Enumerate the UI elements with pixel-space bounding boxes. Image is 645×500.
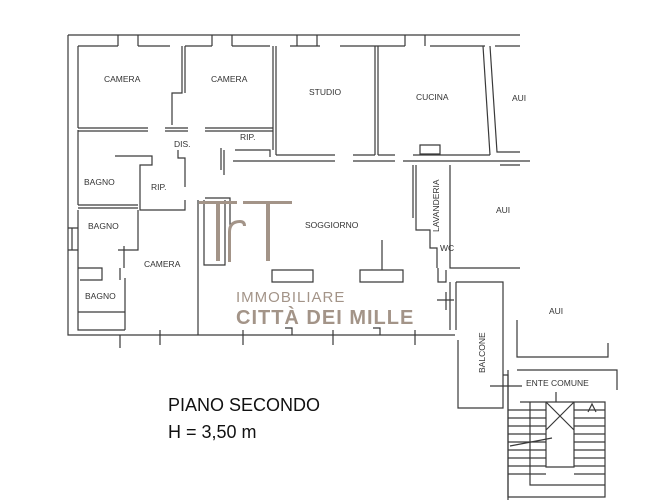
room-label-aui: AUI: [496, 205, 510, 215]
room-label-balcone: BALCONE: [477, 332, 487, 373]
room-label-bagno: BAGNO: [84, 177, 115, 187]
walls: [67, 34, 618, 500]
room-label-lavanderia: LAVANDERIA: [431, 179, 441, 232]
room-label-soggiorno: SOGGIORNO: [305, 220, 359, 230]
watermark: IMMOBILIARE CITTÀ DEI MILLE: [199, 201, 414, 329]
room-label-bagno: BAGNO: [88, 221, 119, 231]
stairwell: [507, 370, 606, 498]
room-label-cucina: CUCINA: [416, 92, 449, 102]
room-label-ente-comune: ENTE COMUNE: [526, 378, 589, 388]
room-label-aui: AUI: [512, 93, 526, 103]
watermark-logo: [199, 201, 292, 262]
room-label-dis: DIS.: [174, 139, 191, 149]
room-label-camera: CAMERA: [104, 74, 141, 84]
room-label-wc: WC: [440, 243, 454, 253]
room-label-bagno: BAGNO: [85, 291, 116, 301]
room-labels: CAMERA CAMERA STUDIO CUCINA AUI DIS. RIP…: [84, 74, 589, 388]
floor-title: PIANO SECONDO: [168, 395, 320, 415]
watermark-line1: IMMOBILIARE: [236, 289, 345, 306]
watermark-line2: CITTÀ DEI MILLE: [236, 306, 414, 329]
room-label-camera: CAMERA: [144, 259, 181, 269]
room-label-camera: CAMERA: [211, 74, 248, 84]
room-label-rip: RIP.: [151, 182, 166, 192]
room-label-aui: AUI: [549, 306, 563, 316]
height-note: H = 3,50 m: [168, 422, 257, 442]
room-label-studio: STUDIO: [309, 87, 342, 97]
room-label-rip: RIP.: [240, 132, 255, 142]
